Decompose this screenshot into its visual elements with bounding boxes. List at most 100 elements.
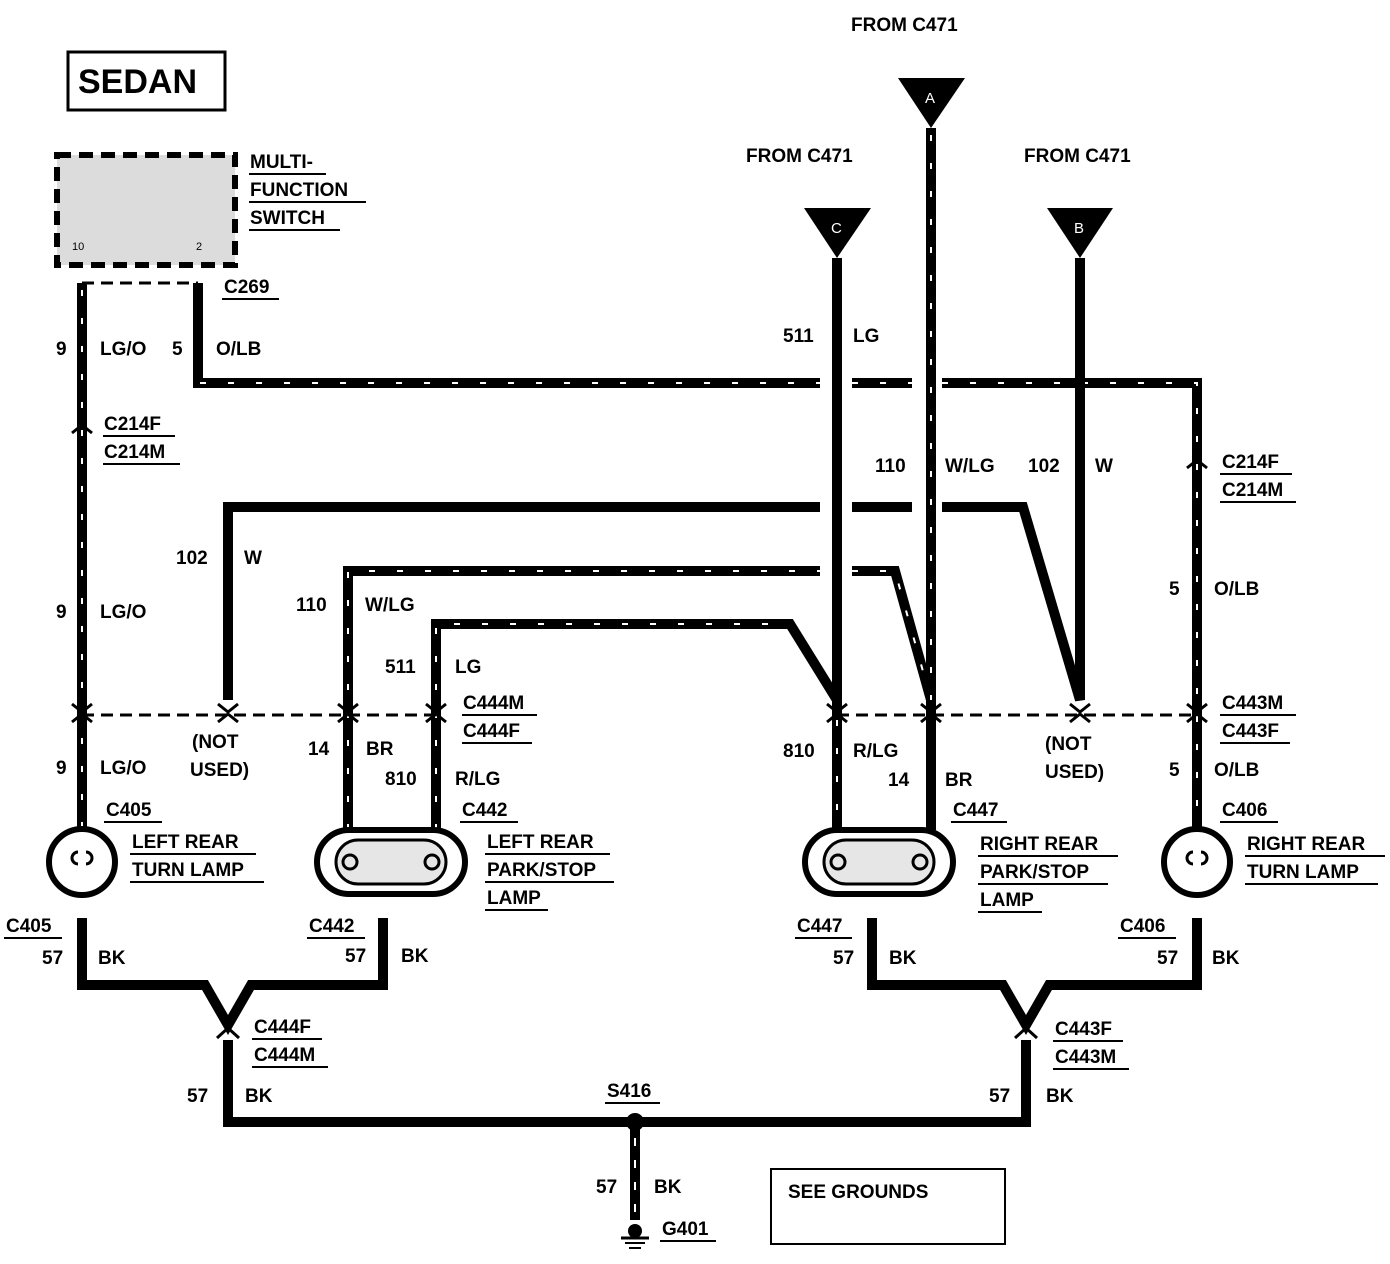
switch-pin-10: 10 xyxy=(72,241,84,253)
wire-14-circuit-left: 14 xyxy=(308,739,330,760)
wire-5-color-top: O/LB xyxy=(216,339,261,360)
wire-57-color-4: BK xyxy=(1212,948,1240,969)
wire-57-circuit-6: 57 xyxy=(989,1086,1010,1107)
wire-57-circuit-1: 57 xyxy=(42,948,63,969)
left-park-lamp-name-3: LAMP xyxy=(487,888,541,909)
wire-57-color-1: BK xyxy=(98,948,126,969)
wire-57-bk-right xyxy=(867,918,1202,1036)
c447-label-bottom: C447 xyxy=(797,916,842,937)
wire-5-circuit-bottom: 5 xyxy=(1169,760,1180,781)
wire-511-color-left: LG xyxy=(455,657,481,678)
wire-511-color-top: LG xyxy=(853,326,879,347)
wire-102-w xyxy=(223,502,820,700)
not-used-left-2: USED) xyxy=(190,760,249,781)
wire-511-circuit-left: 511 xyxy=(385,657,416,678)
wire-14-circuit-right: 14 xyxy=(888,770,910,791)
wire-57-circuit-7: 57 xyxy=(596,1177,617,1198)
right-turn-lamp-name-2: TURN LAMP xyxy=(1247,862,1359,883)
wire-9-circuit-mid: 9 xyxy=(56,602,67,623)
c442-label-top: C442 xyxy=(462,800,507,821)
wire-810-color-right: R/LG xyxy=(853,741,898,762)
wire-5-color-right: O/LB xyxy=(1214,579,1259,600)
wire-57-color-3: BK xyxy=(889,948,917,969)
wire-511-lg xyxy=(431,619,842,830)
left-rear-turn-lamp-icon xyxy=(46,826,118,898)
wire-110-color-top: W/LG xyxy=(945,456,995,477)
diagram-title: SEDAN xyxy=(78,63,197,101)
wire-5-circuit-right: 5 xyxy=(1169,579,1180,600)
wire-9-circuit-bottom: 9 xyxy=(56,758,67,779)
c444m-lower-label: C444M xyxy=(254,1045,315,1066)
right-park-lamp-name-2: PARK/STOP xyxy=(980,862,1089,883)
wire-810-circuit-right: 810 xyxy=(783,741,815,762)
c214f-right: C214F xyxy=(1222,452,1279,473)
switch-label-line-3: SWITCH xyxy=(250,208,325,229)
not-used-left-1: (NOT xyxy=(192,732,239,753)
c269-label: C269 xyxy=(224,277,269,298)
wire-57-color-2: BK xyxy=(401,946,429,967)
marker-a-label: A xyxy=(925,90,935,107)
s416-label: S416 xyxy=(607,1081,651,1102)
wire-9-color-top: LG/O xyxy=(100,339,146,360)
splice-s416 xyxy=(626,1113,644,1131)
c443m-lower-label: C443M xyxy=(1055,1047,1116,1068)
see-grounds-label[interactable]: SEE GROUNDS xyxy=(788,1182,928,1203)
wire-57-color-7: BK xyxy=(654,1177,682,1198)
c447-label-top: C447 xyxy=(953,800,998,821)
wire-14-color-right: BR xyxy=(945,770,973,791)
right-rear-turn-lamp-icon xyxy=(1161,826,1233,898)
wire-57-color-6: BK xyxy=(1046,1086,1074,1107)
c443m-label: C443M xyxy=(1222,693,1283,714)
c444f-lower-label: C444F xyxy=(254,1017,311,1038)
wire-57-circuit-4: 57 xyxy=(1157,948,1178,969)
marker-c-label: C xyxy=(831,220,842,237)
connector-b-marker xyxy=(1047,208,1113,258)
from-c471-right: FROM C471 xyxy=(1024,146,1131,167)
wire-102-color-top: W xyxy=(1095,456,1113,477)
wire-57-bk-left xyxy=(77,918,388,1036)
wire-102-w-right xyxy=(942,258,1085,702)
c442-label-bottom: C442 xyxy=(309,916,354,937)
left-park-lamp-name-1: LEFT REAR xyxy=(487,832,594,853)
wire-511-circuit-top: 511 xyxy=(783,326,814,347)
c444m-label: C444M xyxy=(463,693,524,714)
c214f-left: C214F xyxy=(104,414,161,435)
wire-102-color-left: W xyxy=(244,548,262,569)
c406-label-bottom: C406 xyxy=(1120,916,1165,937)
left-turn-lamp-name-1: LEFT REAR xyxy=(132,832,239,853)
wire-5-o-lb-left xyxy=(193,283,820,388)
wire-9-color-bottom: LG/O xyxy=(100,758,146,779)
c214m-right: C214M xyxy=(1222,480,1283,501)
wire-9-color-mid: LG/O xyxy=(100,602,146,623)
wire-5-circuit-top: 5 xyxy=(172,339,183,360)
c214m-left: C214M xyxy=(104,442,165,463)
marker-b-label: B xyxy=(1074,220,1084,237)
wire-57-circuit-5: 57 xyxy=(187,1086,208,1107)
c405-label-bottom: C405 xyxy=(6,916,52,937)
multi-function-switch-box xyxy=(54,152,238,268)
left-park-lamp-name-2: PARK/STOP xyxy=(487,860,596,881)
connector-c-marker xyxy=(804,208,871,258)
wire-5-color-bottom: O/LB xyxy=(1214,760,1259,781)
left-turn-lamp-name-2: TURN LAMP xyxy=(132,860,244,881)
switch-label-line-1: MULTI- xyxy=(250,152,313,173)
see-grounds-box[interactable] xyxy=(770,1168,1006,1245)
wire-110-w-lg xyxy=(343,566,820,830)
switch-pin-2: 2 xyxy=(196,241,202,253)
wire-102-circuit-left: 102 xyxy=(176,548,208,569)
c406-label-top: C406 xyxy=(1222,800,1267,821)
wire-9-circuit-top: 9 xyxy=(56,339,67,360)
not-used-right-2: USED) xyxy=(1045,762,1104,783)
from-c471-top: FROM C471 xyxy=(851,15,958,36)
wire-110-color-left: W/LG xyxy=(365,595,415,616)
wire-810-color-left: R/LG xyxy=(455,769,500,790)
c443f-lower-label: C443F xyxy=(1055,1019,1112,1040)
right-park-lamp-name-1: RIGHT REAR xyxy=(980,834,1099,855)
not-used-right-1: (NOT xyxy=(1045,734,1092,755)
wire-110-circuit-left: 110 xyxy=(296,595,327,616)
from-c471-left: FROM C471 xyxy=(746,146,853,167)
right-turn-lamp-name-1: RIGHT REAR xyxy=(1247,834,1366,855)
wire-102-circuit-top: 102 xyxy=(1028,456,1060,477)
right-park-lamp-name-3: LAMP xyxy=(980,890,1034,911)
